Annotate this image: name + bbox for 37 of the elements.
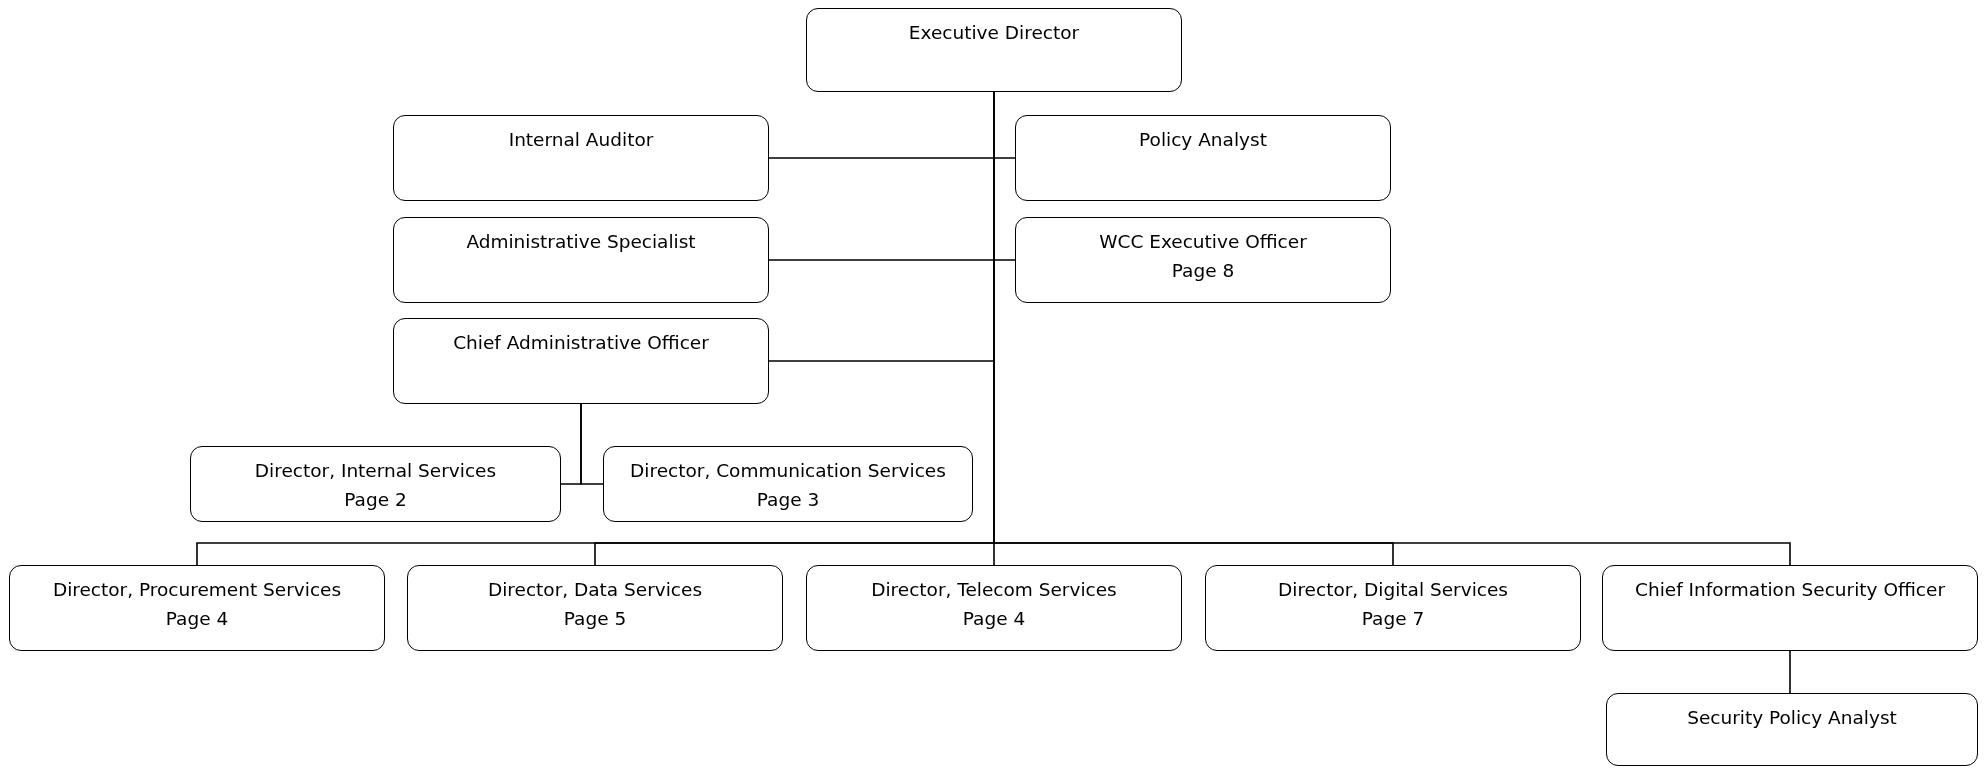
position-title: WCC Executive Officer — [1099, 230, 1307, 254]
position-box — [1205, 565, 1581, 651]
page-reference: Page 2 — [344, 488, 407, 512]
page-reference: Page 3 — [756, 488, 820, 512]
position-title: Chief Administrative Officer — [453, 331, 709, 355]
page-reference: Page 8 — [1171, 259, 1235, 283]
position-title: Director, Telecom Services — [871, 578, 1117, 602]
page-reference: Page 4 — [165, 607, 229, 631]
position-title: Internal Auditor — [508, 128, 654, 152]
position-box — [806, 565, 1182, 651]
connector-line — [1789, 650, 1791, 694]
position-title: Director, Data Services — [487, 578, 703, 602]
position-box — [1606, 693, 1978, 766]
position-box — [9, 565, 385, 651]
position-box — [1015, 217, 1391, 303]
position-title: Security Policy Analyst — [1687, 706, 1897, 730]
position-title: Director, Internal Services — [254, 459, 497, 483]
page-reference: Page 5 — [563, 607, 627, 631]
page-reference: Page 7 — [1361, 607, 1425, 631]
position-box — [1602, 565, 1978, 651]
connector-line — [580, 403, 604, 485]
position-box — [393, 217, 769, 303]
position-title: Policy Analyst — [1139, 128, 1267, 152]
position-box — [1015, 115, 1391, 201]
position-title: Executive Director — [908, 21, 1080, 45]
position-box — [393, 318, 769, 404]
position-title: Director, Digital Services — [1278, 578, 1508, 602]
position-box — [190, 446, 561, 522]
page-reference: Page 4 — [962, 607, 1026, 631]
position-box — [603, 446, 973, 522]
position-title: Chief Information Security Officer — [1635, 578, 1945, 602]
position-box — [393, 115, 769, 201]
position-title: Director, Communication Services — [630, 459, 946, 483]
position-title: Administrative Specialist — [466, 230, 696, 254]
position-box — [806, 8, 1182, 92]
position-title: Director, Procurement Services — [52, 578, 342, 602]
position-box — [407, 565, 783, 651]
